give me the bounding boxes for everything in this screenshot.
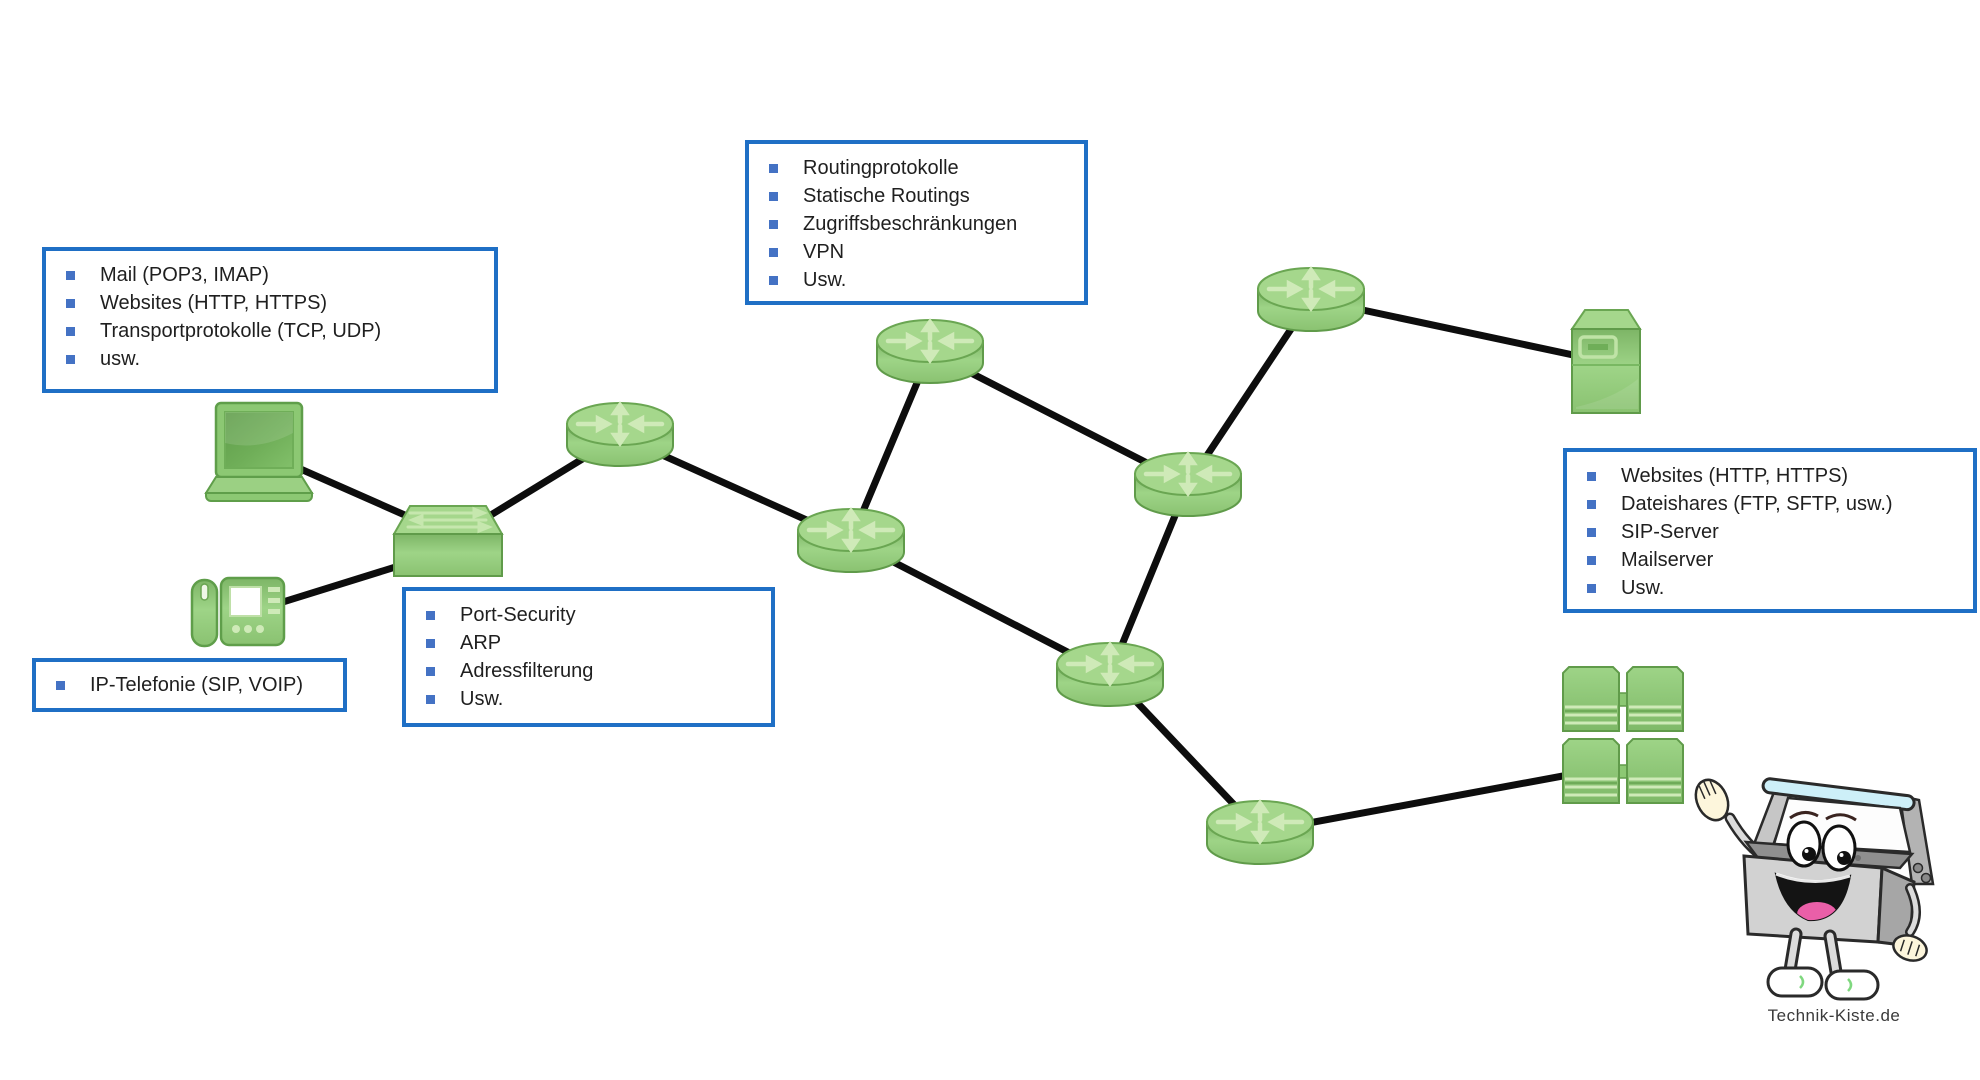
router-icon [1057, 643, 1163, 706]
list-item-label: Usw. [803, 269, 847, 291]
list-item: usw. [56, 345, 484, 373]
list-item: Statische Routings [759, 182, 1074, 210]
list-item: Usw. [1577, 574, 1963, 602]
note-client-services: Mail (POP3, IMAP) Websites (HTTP, HTTPS)… [42, 247, 498, 393]
list-item-label: SIP-Server [1621, 521, 1719, 543]
bullet-icon [66, 355, 75, 364]
router-icon [1207, 801, 1313, 864]
switch-icon [392, 504, 504, 578]
list-item: VPN [759, 238, 1074, 266]
bullet-icon [769, 248, 778, 257]
list-item: ARP [416, 629, 761, 657]
bullet-icon [1587, 528, 1596, 537]
list-item: Routingprotokolle [759, 154, 1074, 182]
list-item-label: Transportprotokolle (TCP, UDP) [100, 320, 382, 342]
bullet-icon [426, 611, 435, 620]
list-item-label: Routingprotokolle [803, 157, 959, 179]
bullet-icon [1587, 556, 1596, 565]
list-item-label: Mail (POP3, IMAP) [100, 264, 269, 286]
list-item-label: ARP [460, 632, 502, 654]
bullet-icon [1587, 472, 1596, 481]
router-icon [1135, 453, 1241, 516]
bullet-icon [769, 164, 778, 173]
bullet-icon [426, 667, 435, 676]
list-item-label: IP-Telefonie (SIP, VOIP) [90, 674, 304, 696]
list-item-label: Websites (HTTP, HTTPS) [1621, 465, 1849, 487]
note-list: IP-Telefonie (SIP, VOIP) [46, 671, 333, 699]
list-item-label: Statische Routings [803, 185, 970, 207]
router-icon [798, 509, 904, 572]
server-cluster-icon [1562, 666, 1684, 804]
router-icon [567, 403, 673, 466]
list-item: Adressfilterung [416, 657, 761, 685]
list-item-label: Websites (HTTP, HTTPS) [100, 292, 328, 314]
note-list: Routingprotokolle Statische Routings Zug… [759, 154, 1074, 294]
list-item: Websites (HTTP, HTTPS) [1577, 462, 1963, 490]
list-item-label: Dateishares (FTP, SFTP, usw.) [1621, 493, 1893, 515]
list-item-label: Mailserver [1621, 549, 1714, 571]
list-item: Transportprotokolle (TCP, UDP) [56, 317, 484, 345]
list-item: Usw. [759, 266, 1074, 294]
note-server-services: Websites (HTTP, HTTPS) Dateishares (FTP,… [1563, 448, 1977, 613]
ip-phone-icon [190, 576, 286, 648]
list-item-label: Usw. [1621, 577, 1665, 599]
list-item: Mail (POP3, IMAP) [56, 261, 484, 289]
list-item: Zugriffsbeschränkungen [759, 210, 1074, 238]
router-icon [1258, 268, 1364, 331]
bullet-icon [66, 299, 75, 308]
list-item: SIP-Server [1577, 518, 1963, 546]
note-list: Mail (POP3, IMAP) Websites (HTTP, HTTPS)… [56, 261, 484, 373]
bullet-icon [66, 271, 75, 280]
note-switch-functions: Port-Security ARP Adressfilterung Usw. [402, 587, 775, 727]
list-item: Usw. [416, 685, 761, 713]
link-router7-cluster [1256, 764, 1610, 836]
server-icon [1570, 309, 1642, 414]
list-item: Mailserver [1577, 546, 1963, 574]
list-item: Port-Security [416, 601, 761, 629]
note-router-functions: Routingprotokolle Statische Routings Zug… [745, 140, 1088, 305]
list-item-label: Port-Security [460, 604, 576, 626]
router-icon [877, 320, 983, 383]
bullet-icon [769, 220, 778, 229]
note-list: Websites (HTTP, HTTPS) Dateishares (FTP,… [1577, 462, 1963, 602]
note-phone-services: IP-Telefonie (SIP, VOIP) [32, 658, 347, 712]
laptop-icon [204, 401, 314, 502]
list-item-label: VPN [803, 241, 845, 263]
list-item: Dateishares (FTP, SFTP, usw.) [1577, 490, 1963, 518]
bullet-icon [426, 639, 435, 648]
bullet-icon [769, 192, 778, 201]
bullet-icon [1587, 500, 1596, 509]
note-list: Port-Security ARP Adressfilterung Usw. [416, 601, 761, 713]
bullet-icon [769, 276, 778, 285]
bullet-icon [56, 681, 65, 690]
bullet-icon [66, 327, 75, 336]
list-item-label: Adressfilterung [460, 660, 594, 682]
list-item-label: Zugriffsbeschränkungen [803, 213, 1018, 235]
mascot-toolbox-character [1694, 777, 1935, 1001]
list-item: Websites (HTTP, HTTPS) [56, 289, 484, 317]
bullet-icon [426, 695, 435, 704]
list-item-label: Usw. [460, 688, 504, 710]
list-item: IP-Telefonie (SIP, VOIP) [46, 671, 333, 699]
list-item-label: usw. [100, 348, 141, 370]
bullet-icon [1587, 584, 1596, 593]
site-caption: Technik-Kiste.de [1767, 1006, 1901, 1025]
